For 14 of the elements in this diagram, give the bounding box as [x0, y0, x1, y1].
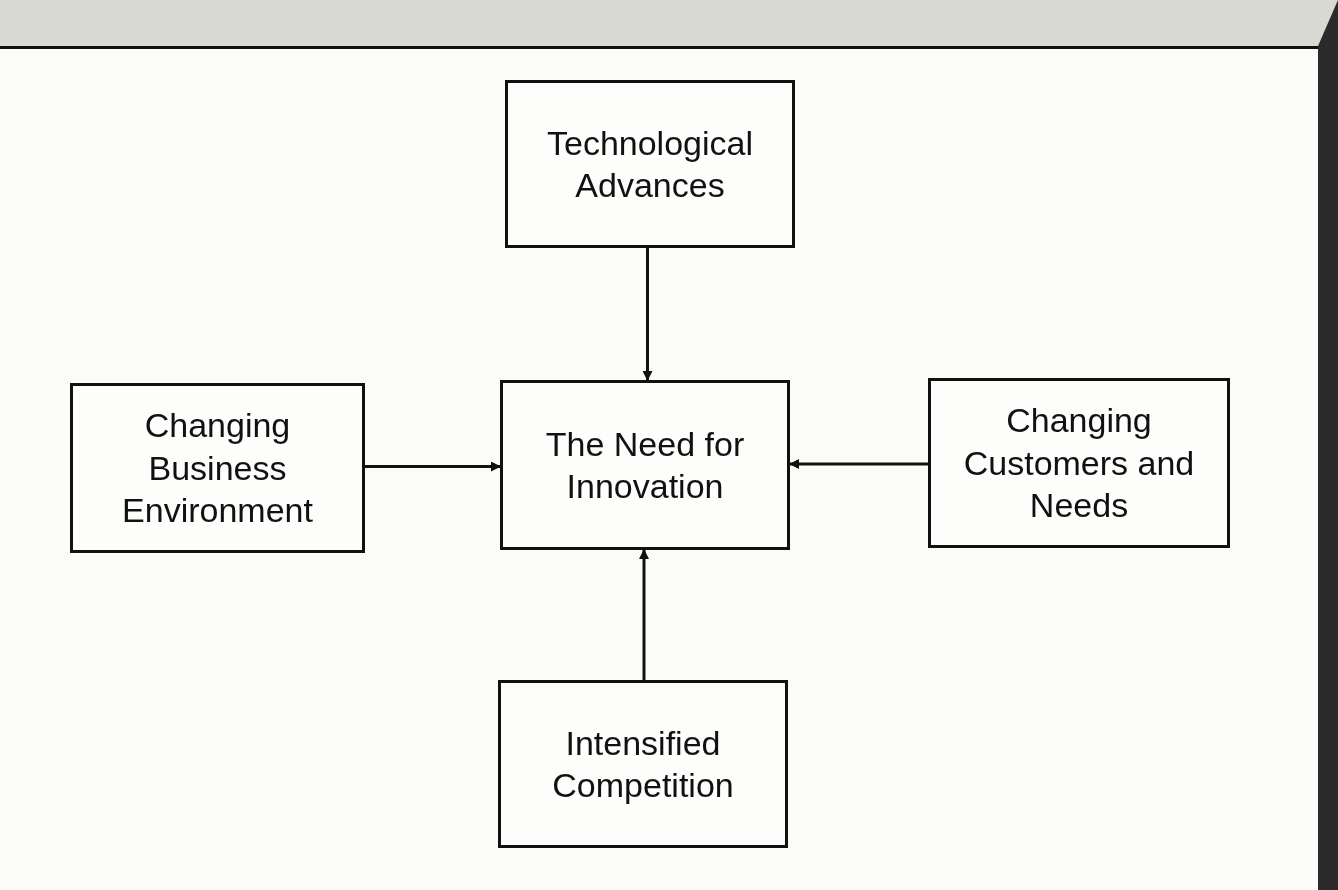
- process-box: [505, 80, 795, 248]
- process-box: [70, 383, 365, 553]
- process-box: [500, 380, 790, 550]
- process-box: [498, 680, 788, 848]
- box-label: Intensified Competition: [551, 722, 735, 806]
- arrow: [639, 549, 649, 680]
- box-label: Technological Advances: [546, 122, 754, 206]
- arrow: [789, 459, 928, 469]
- arrow: [365, 461, 501, 472]
- box-label: Changing Business Environment: [121, 405, 314, 532]
- process-box: [928, 378, 1230, 548]
- arrow: [642, 248, 653, 381]
- box-label: Changing Customers and Needs: [962, 400, 1196, 527]
- box-label: The Need for Innovation: [544, 423, 746, 507]
